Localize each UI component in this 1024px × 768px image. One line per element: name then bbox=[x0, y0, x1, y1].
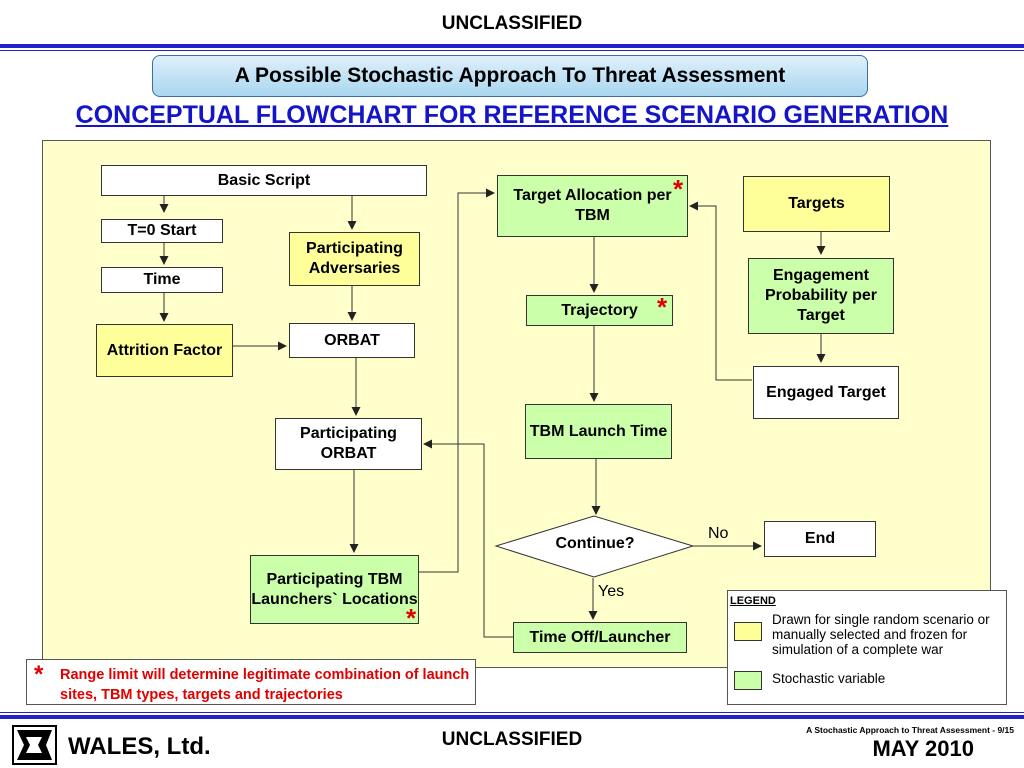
tbm-launchers-box: Participating TBM Launchers` Locations bbox=[250, 555, 419, 624]
arrow-time-off-to-participating-orbat bbox=[423, 439, 513, 638]
wales-logo-icon bbox=[12, 725, 57, 765]
continue-decision-diamond bbox=[494, 515, 695, 578]
legend-title: LEGEND bbox=[730, 595, 776, 607]
targets-box: Targets bbox=[743, 176, 890, 232]
subtitle-banner: A Possible Stochastic Approach To Threat… bbox=[152, 55, 868, 97]
end-box: End bbox=[764, 521, 876, 557]
company-name: WALES, Ltd. bbox=[68, 733, 211, 760]
star-launchers: * bbox=[406, 603, 417, 633]
start-box: T=0 Start bbox=[101, 219, 223, 243]
footer-rule bbox=[0, 715, 1024, 719]
header-rule bbox=[0, 44, 1024, 48]
page-title: CONCEPTUAL FLOWCHART FOR REFERENCE SCENA… bbox=[75, 101, 949, 129]
legend-green-label: Stochastic variable bbox=[772, 671, 886, 686]
legend-box: LEGEND Drawn for single random scenario … bbox=[727, 590, 1007, 705]
engaged-target-box: Engaged Target bbox=[753, 366, 899, 419]
footnote-star: * bbox=[34, 661, 44, 688]
participating-adversaries-box: Participating Adversaries bbox=[289, 232, 420, 286]
legend-yellow-label: Drawn for single random scenario or manu… bbox=[772, 612, 990, 657]
page-note: A Stochastic Approach to Threat Assessme… bbox=[806, 725, 1014, 735]
arrow-engaged-to-allocation bbox=[689, 201, 752, 381]
arrow-launchers-to-target-allocation bbox=[419, 188, 495, 573]
legend-yellow-swatch bbox=[734, 622, 762, 641]
yes-label: Yes bbox=[598, 583, 625, 600]
engagement-probability-box: Engagement Probability per Target bbox=[748, 258, 894, 334]
orbat-box: ORBAT bbox=[289, 323, 415, 358]
basic-script-box: Basic Script bbox=[101, 165, 427, 196]
target-allocation-box: Target Allocation per TBM bbox=[497, 175, 688, 237]
time-off-launcher-box: Time Off/Launcher bbox=[513, 622, 687, 653]
tbm-launch-time-box: TBM Launch Time bbox=[525, 404, 672, 459]
footer-rule-thin bbox=[0, 712, 1024, 713]
trajectory-box: Trajectory bbox=[526, 295, 673, 326]
legend-green-swatch bbox=[734, 671, 762, 690]
participating-orbat-box: Participating ORBAT bbox=[275, 418, 422, 470]
footer-date: MAY 2010 bbox=[872, 736, 974, 761]
classification-header: UNCLASSIFIED bbox=[441, 13, 583, 34]
footnote-text: Range limit will determine legitimate co… bbox=[60, 667, 470, 703]
header-rule-thin bbox=[0, 50, 1024, 51]
footnote-box: * Range limit will determine legitimate … bbox=[26, 659, 476, 705]
star-trajectory: * bbox=[657, 292, 668, 322]
attrition-factor-box: Attrition Factor bbox=[96, 324, 233, 377]
no-label: No bbox=[708, 525, 729, 542]
star-allocation: * bbox=[673, 174, 684, 204]
time-box: Time bbox=[101, 267, 223, 293]
classification-footer: UNCLASSIFIED bbox=[441, 729, 583, 750]
continue-decision-label: Continue? bbox=[555, 535, 635, 552]
